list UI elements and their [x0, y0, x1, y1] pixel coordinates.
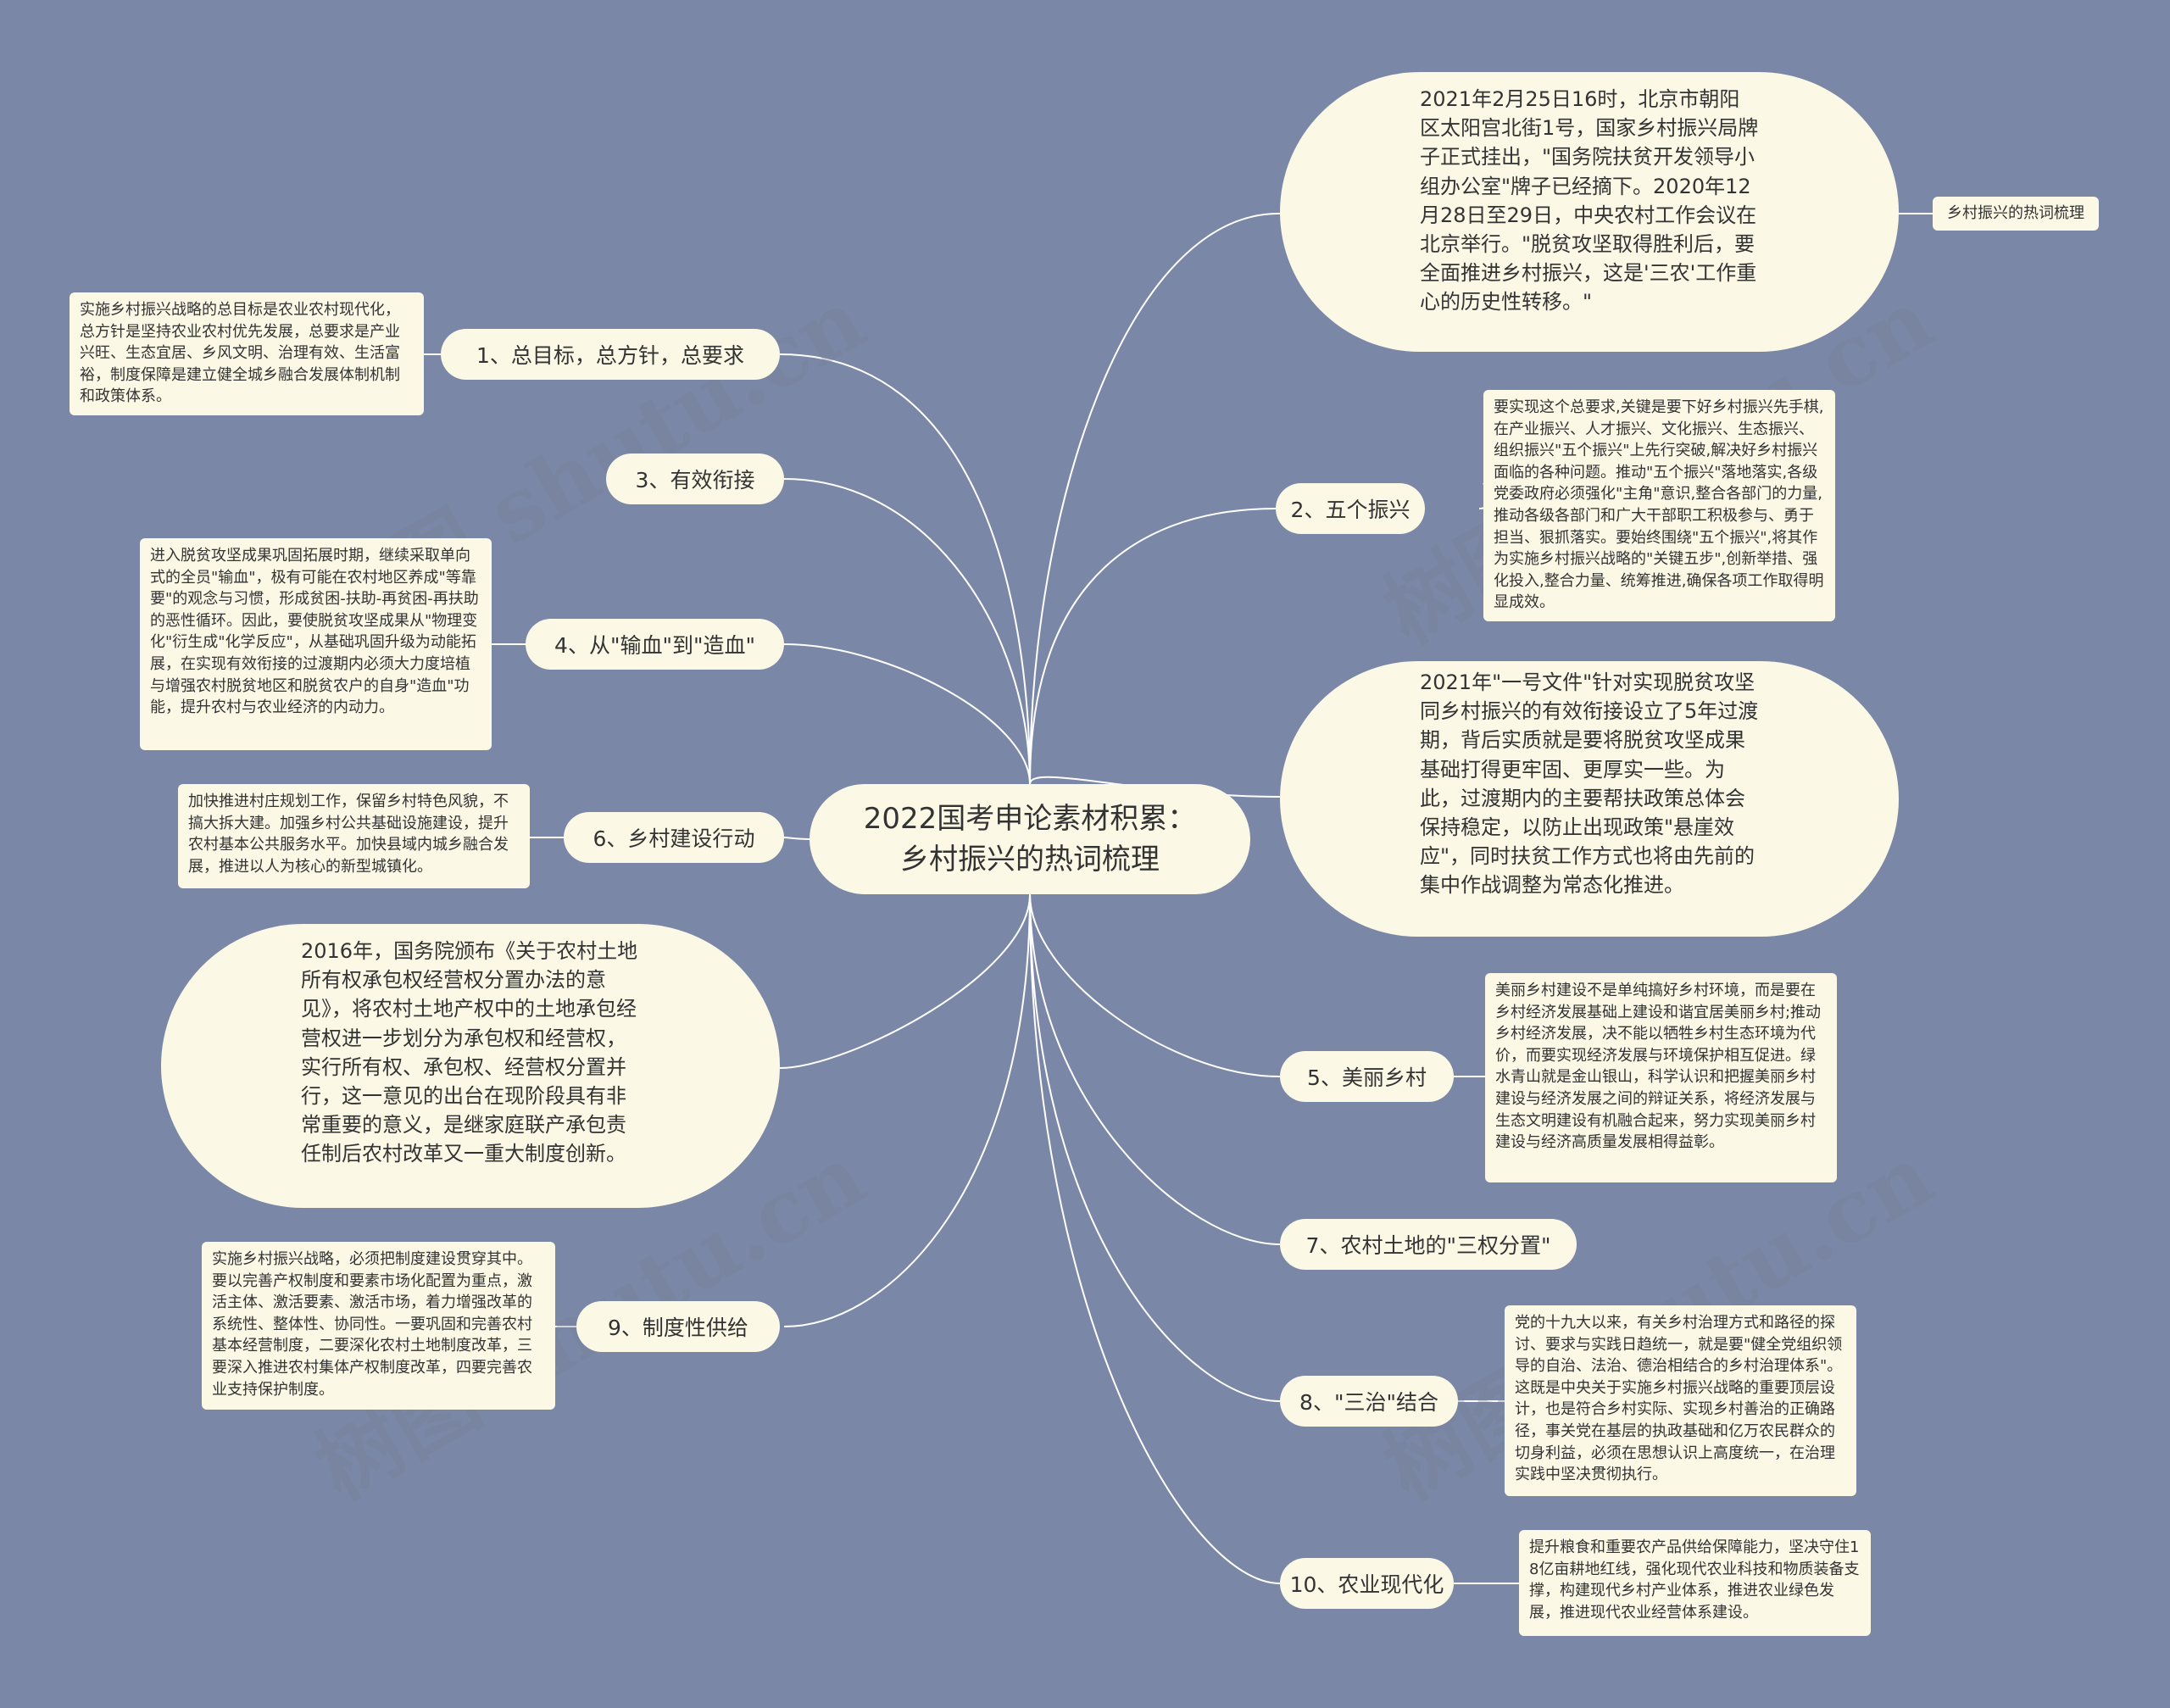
branch-2-wuge-zhenxing[interactable]: 2、五个振兴: [1276, 483, 1425, 534]
branch-1-zongmubiao[interactable]: 1、总目标，总方针，总要求: [441, 329, 780, 380]
blob-middle-text: 2021年"一号文件"针对实现脱贫攻坚同乡村振兴的有效衔接设立了5年过渡期，背后…: [1420, 670, 1759, 898]
note-6-xiangcun-jianshe: 加快推进村庄规划工作，保留乡村特色风貌，不搞大拆大建。加强乡村公共基础设施建设，…: [178, 784, 530, 888]
blob-middle[interactable]: 2021年"一号文件"针对实现脱贫攻坚同乡村振兴的有效衔接设立了5年过渡期，背后…: [1280, 661, 1899, 937]
root-topic[interactable]: 2022国考申论素材积累： 乡村振兴的热词梳理: [810, 784, 1250, 894]
root-title-line1: 2022国考申论素材积累：: [863, 802, 1197, 836]
branch-6-xiangcun-jianshe[interactable]: 6、乡村建设行动: [564, 812, 784, 863]
blob-top-text: 2021年2月25日16时，北京市朝阳区太阳宫北街1号，国家乡村振兴局牌子正式挂…: [1420, 87, 1759, 314]
note-4-shuxue-zaoxue: 进入脱贫攻坚成果巩固拓展时期，继续采取单向式的全员"输血"，极有可能在农村地区养…: [140, 538, 492, 750]
blob-left[interactable]: 2016年，国务院颁布《关于农村土地所有权承包权经营权分置办法的意见》，将农村土…: [161, 924, 780, 1208]
branch-3-youxiao-xianjie[interactable]: 3、有效衔接: [606, 453, 784, 504]
blob-top[interactable]: 2021年2月25日16时，北京市朝阳区太阳宫北街1号，国家乡村振兴局牌子正式挂…: [1280, 72, 1899, 352]
branch-7-sanquan-fenzhi[interactable]: 7、农村土地的"三权分置": [1280, 1219, 1577, 1270]
note-9-zhidu-gongji: 实施乡村振兴战略，必须把制度建设贯穿其中。要以完善产权制度和要素市场化配置为重点…: [202, 1242, 555, 1410]
root-title-line2: 乡村振兴的热词梳理: [900, 843, 1160, 876]
branch-9-zhidu-gongji[interactable]: 9、制度性供给: [576, 1301, 780, 1352]
tag-label[interactable]: 乡村振兴的热词梳理: [1933, 197, 2099, 231]
branch-8-sanzhi-jiehe[interactable]: 8、"三治"结合: [1280, 1376, 1458, 1427]
branch-4-shuxue-zaoxue[interactable]: 4、从"输血"到"造血": [526, 619, 784, 670]
note-8-sanzhi-jiehe: 党的十九大以来，有关乡村治理方式和路径的探讨、要求与实践日趋统一，就是要"健全党…: [1505, 1305, 1856, 1496]
branch-10-nongye-xiandaihua[interactable]: 10、农业现代化: [1280, 1558, 1454, 1609]
note-10-nongye-xiandaihua: 提升粮食和重要农产品供给保障能力，坚决守住18亿亩耕地红线，强化现代农业科技和物…: [1519, 1530, 1871, 1636]
branch-5-meili-xiangcun[interactable]: 5、美丽乡村: [1280, 1051, 1454, 1102]
note-5-meili-xiangcun: 美丽乡村建设不是单纯搞好乡村环境，而是要在乡村经济发展基础上建设和谐宜居美丽乡村…: [1485, 973, 1837, 1182]
note-1-zongmubiao: 实施乡村振兴战略的总目标是农业农村现代化，总方针是坚持农业农村优先发展，总要求是…: [70, 292, 424, 415]
note-2-wuge-zhenxing: 要实现这个总要求,关键是要下好乡村振兴先手棋,在产业振兴、人才振兴、文化振兴、生…: [1483, 390, 1835, 621]
blob-left-text: 2016年，国务院颁布《关于农村土地所有权承包权经营权分置办法的意见》，将农村土…: [301, 939, 638, 1166]
